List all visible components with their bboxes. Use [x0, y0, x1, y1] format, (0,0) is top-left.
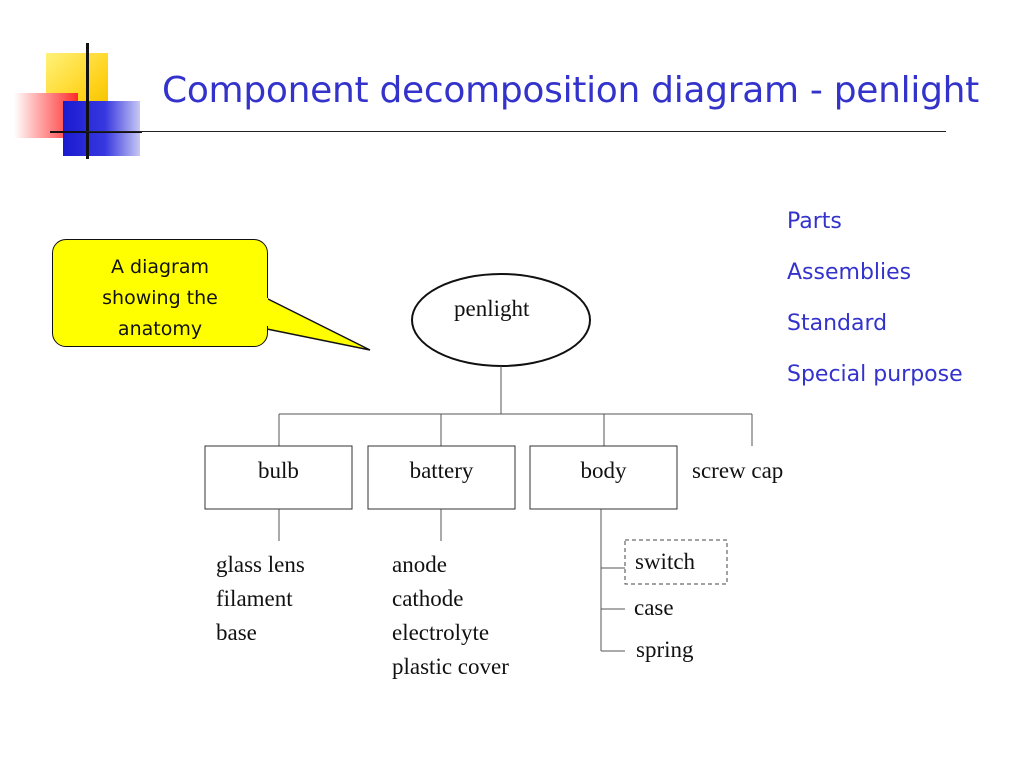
- legend-item-standard: Standard: [787, 311, 888, 336]
- bulb-parts-list: glass lens filament base: [216, 548, 305, 650]
- callout-box: [52, 239, 268, 347]
- callout-line-1: A diagram: [110, 256, 210, 278]
- switch-dashed-box: [624, 539, 728, 585]
- body-box: [529, 445, 678, 510]
- callout-line-3: anatomy: [117, 318, 203, 340]
- battery-parts-list: anode cathode electrolyte plastic cover: [392, 548, 509, 684]
- legend-list: Parts Assemblies Standard Special purpos…: [787, 196, 963, 400]
- logo-horizontal-line: [50, 131, 142, 133]
- bulb-part-filament: filament: [216, 586, 293, 611]
- callout-text: A diagram showing the anatomy: [52, 252, 268, 345]
- body-label: body: [580, 458, 627, 483]
- legend-item-assemblies: Assemblies: [787, 260, 912, 285]
- battery-part-anode: anode: [392, 552, 447, 577]
- logo-vertical-line: [86, 43, 89, 159]
- battery-part-plastic-cover: plastic cover: [392, 654, 509, 679]
- battery-label: battery: [409, 458, 474, 483]
- bulb-label: bulb: [258, 458, 299, 483]
- legend-item-parts: Parts: [787, 209, 842, 234]
- logo-blue-square: [63, 101, 140, 156]
- root-label: penlight: [454, 296, 530, 321]
- battery-part-cathode: cathode: [392, 586, 464, 611]
- callout-line-2: showing the: [102, 287, 218, 309]
- bulb-part-base: base: [216, 620, 257, 645]
- battery-box: [367, 445, 516, 510]
- battery-part-electrolyte: electrolyte: [392, 620, 490, 645]
- body-part-spring: spring: [636, 637, 694, 662]
- body-part-case: case: [634, 595, 674, 620]
- slide-title: Component decomposition diagram - penlig…: [162, 70, 979, 111]
- legend-item-special-purpose: Special purpose: [787, 362, 963, 387]
- title-underline: [86, 131, 946, 132]
- bulb-part-glass-lens: glass lens: [216, 552, 305, 577]
- body-part-switch: switch: [635, 549, 696, 574]
- screw-cap-label: screw cap: [692, 458, 784, 483]
